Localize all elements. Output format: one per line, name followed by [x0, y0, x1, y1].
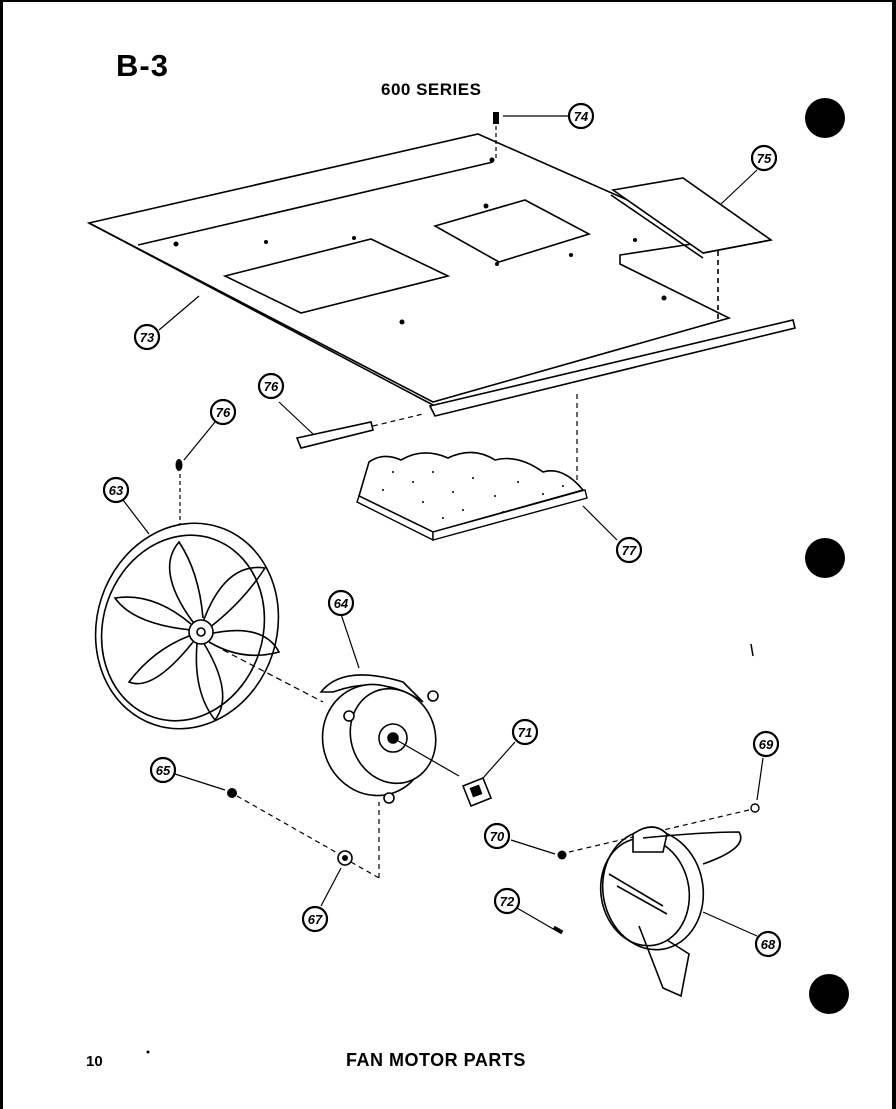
foam-pad-77 [356, 394, 618, 542]
nut-70 [510, 839, 567, 860]
screw-74 [493, 112, 569, 158]
panel-holes [173, 157, 667, 325]
svg-text:69: 69 [759, 737, 774, 752]
callout-72: 72 [493, 887, 521, 915]
binder-hole-bottom [809, 974, 849, 1014]
svg-text:64: 64 [334, 596, 349, 611]
exploded-view-drawing: 73 74 75 76 76 77 63 64 [86, 98, 849, 1054]
svg-text:63: 63 [109, 483, 124, 498]
svg-text:67: 67 [308, 912, 323, 927]
binder-hole-top [805, 98, 845, 138]
motor-64 [222, 607, 460, 804]
callout-73: 73 [133, 323, 161, 351]
callout-63: 63 [102, 476, 130, 504]
callout-76-strip: 76 [257, 372, 285, 400]
footer-title: FAN MOTOR PARTS [346, 1050, 526, 1070]
callout-71: 71 [511, 718, 539, 746]
svg-text:73: 73 [140, 330, 155, 345]
series-label: 600 SERIES [381, 80, 482, 99]
bracket-75 [610, 169, 774, 259]
callout-70: 70 [483, 822, 511, 850]
stray-dot [146, 1050, 150, 1054]
callout-74: 74 [567, 102, 595, 130]
svg-text:74: 74 [574, 109, 589, 124]
screw-76 [175, 421, 216, 524]
callout-68: 68 [754, 930, 782, 958]
svg-text:75: 75 [757, 151, 772, 166]
section-id: B-3 [116, 48, 169, 83]
svg-text:65: 65 [156, 763, 171, 778]
callout-69: 69 [752, 730, 780, 758]
strip-76 [278, 401, 424, 449]
callout-65: 65 [149, 756, 177, 784]
binder-hole-middle [805, 538, 845, 578]
svg-text:71: 71 [518, 725, 532, 740]
svg-text:70: 70 [490, 829, 505, 844]
callout-77: 77 [615, 536, 643, 564]
svg-text:72: 72 [500, 894, 515, 909]
svg-text:76: 76 [264, 379, 279, 394]
page-number: 10 [86, 1053, 103, 1070]
nut-65 [174, 773, 340, 855]
nut-67 [320, 802, 380, 907]
stray-mark [750, 643, 754, 657]
svg-text:77: 77 [622, 543, 637, 558]
svg-text:76: 76 [216, 405, 231, 420]
callout-76-screw: 76 [209, 398, 237, 426]
callout-64: 64 [327, 589, 355, 617]
top-panel [86, 133, 796, 417]
capacitor-71 [461, 741, 516, 808]
svg-text:68: 68 [761, 937, 776, 952]
callout-75: 75 [750, 144, 778, 172]
leader-73 [158, 295, 200, 331]
callout-67: 67 [301, 905, 329, 933]
motor-mount-68 [599, 826, 758, 998]
fan-blade-63 [94, 499, 281, 730]
screw-72 [516, 907, 564, 935]
